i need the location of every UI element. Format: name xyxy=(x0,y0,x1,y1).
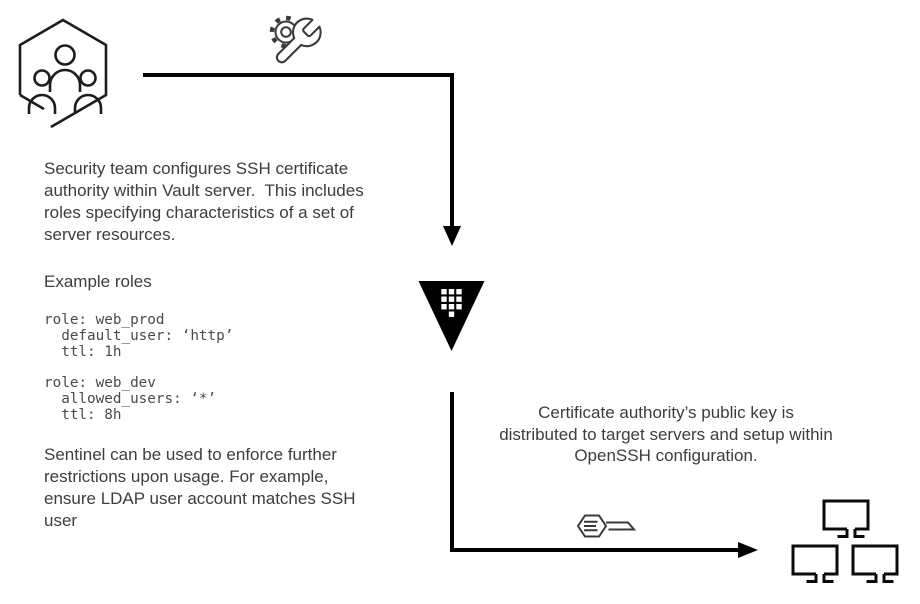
person-head-right xyxy=(79,69,97,87)
gear-wrench-icon xyxy=(269,15,322,64)
vault-logo-icon xyxy=(418,281,485,351)
server-monitor-icon-bottom-left xyxy=(791,544,839,583)
example-roles-code: role: web_prod default_user: ‘http’ ttl:… xyxy=(44,312,234,423)
gear-hole xyxy=(280,26,292,38)
person-body-right xyxy=(73,93,103,114)
key-blade xyxy=(606,521,637,531)
wrench xyxy=(275,17,322,64)
example-roles-heading: Example roles xyxy=(44,272,152,291)
arrow-vault-to-servers-hline xyxy=(450,548,738,552)
arrow-vault-to-servers-vline xyxy=(450,392,454,548)
person-head-center xyxy=(54,44,76,66)
hexagon-outline-gap-segment xyxy=(19,93,45,111)
key-head-lines xyxy=(584,520,598,532)
arrow-vault-to-servers-head xyxy=(738,542,758,558)
server-monitor-icon-bottom-right xyxy=(851,544,899,583)
arrow-config-to-vault-head xyxy=(443,226,461,246)
sentinel-note: Sentinel can be used to enforce further … xyxy=(44,445,356,530)
server-monitor-icon-top xyxy=(822,499,870,538)
key-head-hexagon xyxy=(576,514,608,538)
security-team-icon xyxy=(18,18,108,129)
arrow-config-to-vault-vline xyxy=(450,73,454,226)
vault-dot-grid xyxy=(441,289,462,317)
arrow-config-to-vault-hline xyxy=(143,73,454,77)
security-team-description: Security team configures SSH certificate… xyxy=(44,159,364,244)
distribution-description: Certificate authority’s public key is di… xyxy=(499,403,833,465)
public-key-icon xyxy=(576,514,637,538)
person-body-center xyxy=(48,68,82,92)
hexagon-outline xyxy=(18,18,108,129)
person-head-left xyxy=(33,69,51,87)
person-body-left xyxy=(27,93,57,114)
